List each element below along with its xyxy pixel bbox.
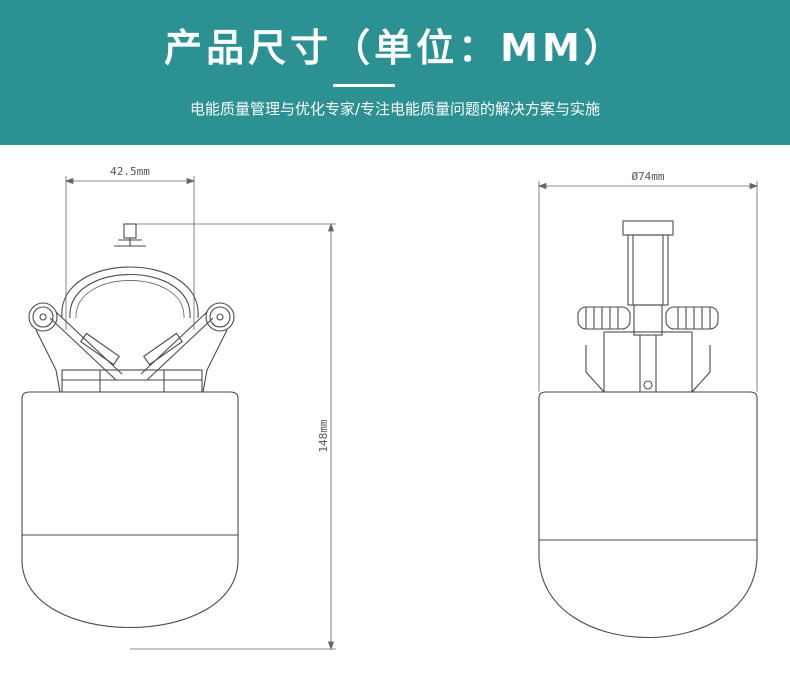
diameter-dimension [537,181,759,392]
right-hinge [691,345,711,393]
side-body [538,391,758,541]
clamp-block [627,234,669,306]
page-title: 产品尺寸（单位：MM） [164,26,626,70]
height-label: 148mm [317,419,330,452]
header-banner: 产品尺寸（单位：MM） 电能质量管理与优化专家/专注电能质量问题的解决方案与实施 [0,0,790,145]
left-hinge [585,345,605,393]
page-subtitle: 电能质量管理与优化专家/专注电能质量问题的解决方案与实施 [189,100,601,118]
left-jaw [79,332,121,366]
clamp-loop-outer [61,266,199,319]
right-jaw [142,332,184,366]
hinge-frame [603,331,693,393]
technical-drawing: 42.5mm 148mm [21,165,759,651]
width-label: 42.5mm [110,165,150,178]
front-view-drawing: 42.5mm 148mm [21,165,336,651]
left-roller [28,302,58,332]
clamp-top [622,220,674,236]
center-mechanism [633,304,663,336]
spring-left [577,306,631,330]
spring-right [665,306,719,330]
side-view-drawing: Ø74mm [537,170,759,638]
screw [643,380,653,390]
clamp-loop-inner [69,273,191,319]
front-body [21,391,239,536]
diameter-label: Ø74mm [631,170,664,183]
right-arm [202,329,228,393]
right-roller [205,302,235,332]
side-dome [538,540,758,638]
height-dimension [130,222,336,651]
top-pin [123,223,137,239]
front-dome [21,535,239,629]
width-dimension [64,176,196,330]
title-underline [333,84,395,87]
left-arm [35,329,61,393]
base-mount [61,369,203,393]
